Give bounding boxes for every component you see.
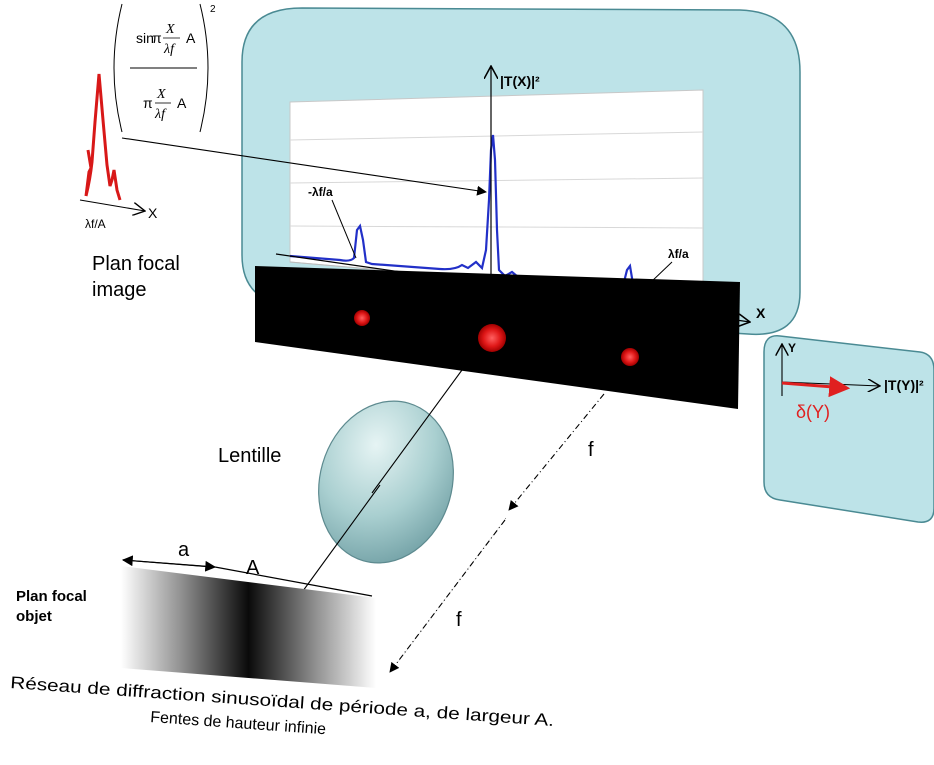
- caption-line-2: Fentes de hauteur infinie: [150, 709, 327, 738]
- formula-arrow: [121, 137, 487, 196]
- formula-A-den: A: [177, 95, 187, 111]
- small-plot-x-axis: [79, 199, 145, 211]
- side-y-axis-label: Y: [788, 341, 796, 355]
- object-plane-label-1: Plan focal: [16, 588, 87, 605]
- optical-axis-upper: [371, 369, 463, 494]
- formula-pi-den: π: [143, 95, 153, 111]
- formula-left-paren: [113, 3, 123, 133]
- small-sinc-curve: [84, 73, 122, 201]
- focal-distance-upper: [508, 393, 605, 511]
- side-panel: [763, 335, 934, 523]
- plan-focal-image-label-1: Plan focal: [92, 253, 180, 275]
- small-plot-tick-label: λf/A: [85, 217, 106, 231]
- focal-distance-lower-back: [397, 517, 507, 663]
- plan-focal-image-label-2: image: [92, 279, 146, 301]
- period-arrow-back: [121, 555, 214, 568]
- origin-label: 0: [488, 289, 494, 301]
- formula-A-num: A: [186, 30, 196, 46]
- lens: [318, 400, 454, 564]
- width-label: A: [246, 557, 260, 579]
- left-peak-pointer: [331, 199, 357, 259]
- focal-label-upper: f: [588, 439, 594, 461]
- width-line: [214, 566, 373, 597]
- formula-lf-num: λf: [163, 42, 176, 57]
- side-x-axis-label: |T(Y)|²: [884, 377, 924, 393]
- spot-zero-order: [478, 324, 506, 352]
- spot-plus-one: [621, 348, 639, 366]
- formula-right-paren: [199, 3, 209, 133]
- formula-X-den: X: [156, 87, 166, 102]
- right-peak-pointer: [627, 261, 673, 305]
- formula-pi-num: π: [152, 30, 162, 46]
- period-label: a: [178, 539, 190, 561]
- small-plot-axis-label: X: [148, 205, 158, 221]
- spot-minus-one: [354, 310, 370, 326]
- object-plane-label-2: objet: [16, 608, 52, 625]
- formula-sin: sin: [136, 30, 154, 46]
- formula-X-num: X: [165, 22, 175, 37]
- right-peak-label: λf/a: [668, 247, 689, 261]
- lens-label: Lentille: [218, 445, 281, 467]
- formula-lf-den: λf: [154, 107, 167, 122]
- focal-label-lower: f: [456, 609, 462, 631]
- delta-label: δ(Y): [796, 402, 830, 422]
- optical-axis-lower: [299, 484, 381, 596]
- left-peak-label: -λf/a: [308, 185, 333, 199]
- main-y-axis-label: |T(X)|²: [500, 73, 540, 89]
- delta-arrow: [781, 376, 851, 398]
- sinusoidal-grating: [121, 566, 376, 688]
- main-x-axis-label: X: [756, 305, 766, 321]
- formula-exponent: 2: [210, 4, 216, 15]
